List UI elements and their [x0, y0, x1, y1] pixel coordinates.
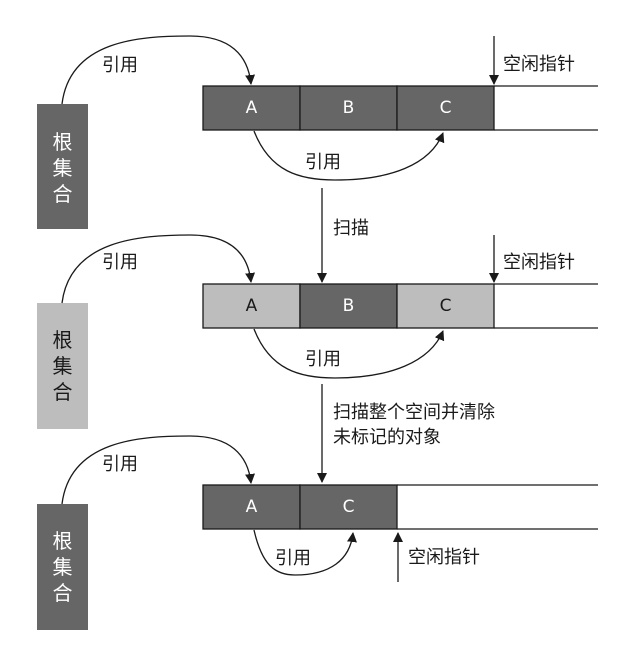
root-set-char: 合: [53, 182, 73, 206]
heap-cell-label: A: [246, 296, 258, 316]
root-set-char: 根: [53, 328, 73, 352]
reference-label: 引用: [102, 454, 138, 475]
free-pointer-label: 空闲指针: [408, 547, 480, 568]
scan-label: 扫描: [333, 218, 369, 239]
reference-arrow: [61, 234, 256, 304]
reference-label: 引用: [275, 548, 311, 569]
root-set-box: [37, 504, 88, 630]
heap-cell-label: C: [440, 98, 452, 118]
root-set-box: [37, 104, 88, 229]
heap-cell-C: [299, 484, 398, 530]
reference-arrow: [61, 435, 256, 505]
heap-cell-label: A: [246, 98, 258, 118]
reference-label: 引用: [102, 252, 138, 273]
heap-cell-label: B: [343, 98, 355, 118]
heap-cell-A: [202, 85, 301, 131]
root-set-char: 集: [53, 555, 73, 579]
reference-arrow: [253, 328, 445, 379]
root-set-char: 合: [53, 380, 73, 404]
heap-cell-A: [202, 484, 301, 530]
stage-3: 根 集 合 引用 A C 引用 空闲指针: [37, 435, 598, 630]
heap-cell-C: [396, 85, 495, 131]
stage-1: 根 集 合 引用 A B C 引用 空闲指针: [37, 35, 604, 229]
heap-cell-label: B: [343, 296, 355, 316]
reference-label: 引用: [305, 152, 341, 173]
heap-cell-label: A: [246, 497, 258, 517]
heap-cell-C: [396, 283, 495, 329]
heap-free-area: [494, 86, 604, 130]
root-set-char: 合: [53, 581, 73, 605]
reference-label: 引用: [102, 55, 138, 76]
free-pointer-label: 空闲指针: [503, 252, 575, 273]
sweep-label-line2: 未标记的对象: [333, 427, 441, 448]
root-set-box: [37, 303, 88, 429]
stage-2: 根 集 合 引用 A B C 引用 空闲指针: [37, 234, 598, 429]
reference-arrow: [253, 529, 357, 576]
free-pointer-label: 空闲指针: [503, 54, 575, 75]
sweep-label-line1: 扫描整个空间并清除: [333, 402, 495, 423]
heap-cell-label: C: [440, 296, 452, 316]
root-set-char: 根: [53, 130, 73, 154]
root-set-char: 集: [53, 354, 73, 378]
reference-label: 引用: [305, 349, 341, 370]
reference-arrow: [253, 130, 445, 181]
reference-arrow: [61, 35, 256, 105]
root-set-char: 根: [53, 529, 73, 553]
heap-cell-label: C: [343, 497, 355, 517]
root-set-char: 集: [53, 156, 73, 180]
